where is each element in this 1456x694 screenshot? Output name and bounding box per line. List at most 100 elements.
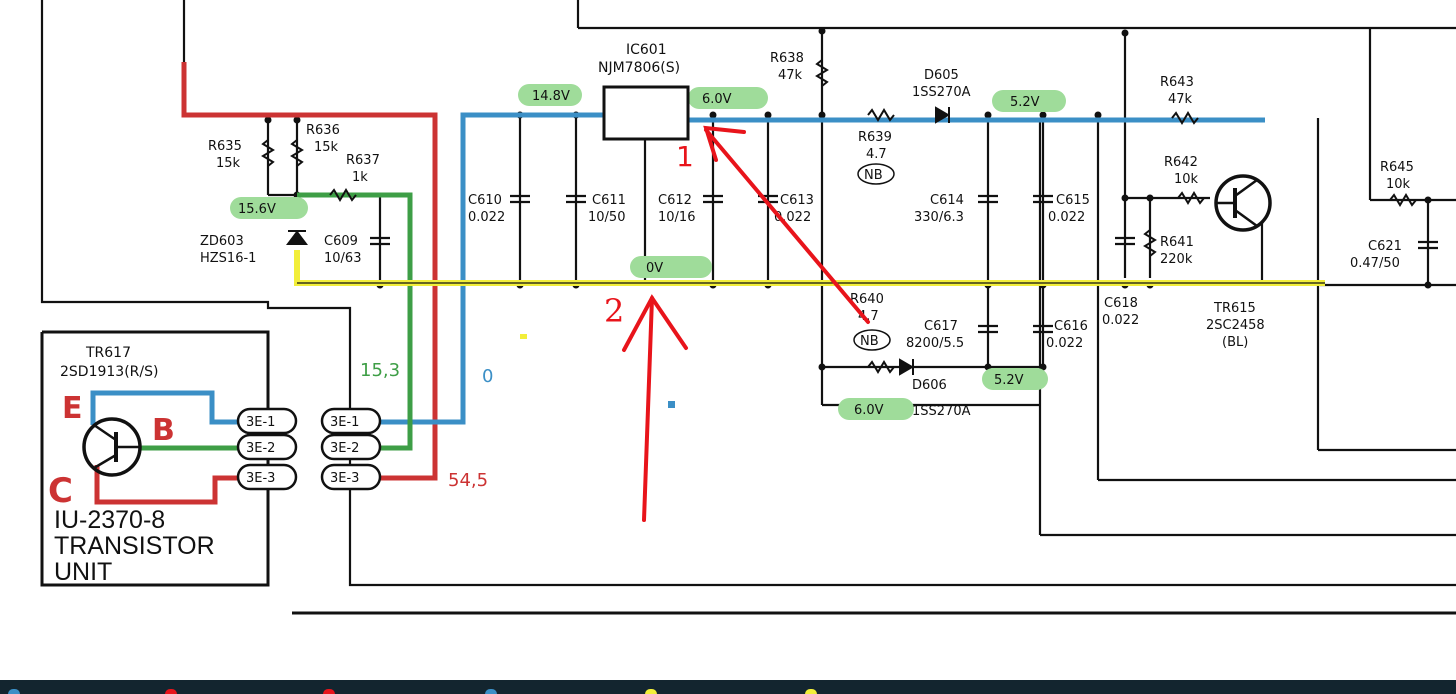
tr615-transistor[interactable]	[1214, 174, 1272, 232]
r637-ref: R637	[346, 153, 380, 168]
r635-ref: R635	[208, 139, 242, 154]
taskbar	[0, 680, 1456, 694]
taskbar-app-icon[interactable]	[323, 689, 335, 694]
taskbar-app-icon[interactable]	[645, 689, 657, 694]
c614-value: 330/6.3	[914, 210, 964, 225]
c615-value: 0.022	[1048, 210, 1085, 225]
c609-symbol	[370, 236, 390, 246]
ic601-ref: IC601	[626, 42, 667, 58]
measurement-blue: 0	[482, 366, 493, 387]
c611-ref: C611	[592, 193, 626, 208]
voltage-v-d606: 5.2V	[994, 373, 1024, 388]
connector-3e2-left: 3E-2	[246, 441, 275, 456]
r639-nb: NB	[864, 168, 883, 183]
tr617-part: 2SD1913(R/S)	[60, 364, 158, 380]
transistor-unit-box: IU-2370-8 TRANSISTOR UNIT TR617 2SD1913(…	[40, 330, 270, 587]
r643-ref: R643	[1160, 75, 1194, 90]
c614-ref: C614	[930, 193, 964, 208]
connector-labels: 3E-1 3E-2 3E-3 3E-1 3E-2 3E-3	[246, 415, 359, 486]
c614-symbol	[978, 194, 998, 204]
r640-value: 4.7	[858, 309, 879, 324]
c621-ref: C621	[1368, 239, 1402, 254]
c616-value: 0.022	[1046, 336, 1083, 351]
c612-ref: C612	[658, 193, 692, 208]
zd603-part: HZS16-1	[200, 251, 256, 266]
taskbar-app-icon[interactable]	[805, 689, 817, 694]
r639-ref: R639	[858, 130, 892, 145]
voltage-v-zener: 15.6V	[238, 202, 276, 217]
r645-ref: R645	[1380, 160, 1414, 175]
c617-ref: C617	[924, 319, 958, 334]
voltage-v-gnd: 0V	[646, 261, 663, 276]
r640-ref: R640	[850, 292, 884, 307]
d606-ref: D606	[912, 378, 947, 393]
c609-value: 10/63	[324, 251, 361, 266]
r641-value: 220k	[1160, 252, 1193, 267]
c618-symbol	[1115, 236, 1135, 246]
c617-symbol	[978, 324, 998, 334]
c618-ref: C618	[1104, 296, 1138, 311]
c615-symbol	[1033, 194, 1053, 204]
c616-symbol	[1033, 324, 1053, 334]
connectors	[236, 407, 382, 491]
taskbar-app-icon[interactable]	[8, 689, 20, 694]
r639-value: 4.7	[866, 147, 887, 162]
c615-ref: C615	[1056, 193, 1090, 208]
r636-ref: R636	[306, 123, 340, 138]
component-labels: R635 15k R636 15k R637 1k ZD603 HZS16-1 …	[200, 51, 1414, 419]
c610-value: 0.022	[468, 210, 505, 225]
tr617-transistor[interactable]	[82, 417, 142, 477]
r638-ref: R638	[770, 51, 804, 66]
connector-3e2-right: 3E-2	[330, 441, 359, 456]
taskbar-app-icon[interactable]	[485, 689, 497, 694]
r637-symbol	[329, 188, 357, 202]
r641-symbol	[1143, 229, 1157, 257]
c621-value: 0.47/50	[1350, 256, 1400, 271]
voltage-v-out: 6.0V	[702, 92, 732, 107]
unit-line3: UNIT	[54, 558, 112, 586]
r643-value: 47k	[1168, 92, 1193, 107]
voltage-highlights	[230, 84, 1066, 420]
c611-symbol	[566, 194, 586, 204]
diodes	[286, 106, 950, 376]
c612-symbol	[703, 194, 723, 204]
c609-ref: C609	[324, 234, 358, 249]
voltage-v-d606-in: 6.0V	[854, 403, 884, 418]
c610-ref: C610	[468, 193, 502, 208]
c613-ref: C613	[780, 193, 814, 208]
d606-part: 1SS270A	[912, 404, 971, 419]
measurement-red: 54,5	[448, 470, 488, 491]
connector-3e3-right: 3E-3	[330, 471, 359, 486]
schematic-diagram: 14.8V 6.0V 5.2V 15.6V 0V 5.2V 6.0V IC601…	[40, 0, 1456, 615]
d605-part: 1SS270A	[912, 85, 971, 100]
annotations: 15,3 0 54,5 E B C 1 2	[48, 125, 870, 522]
r638-symbol	[815, 59, 829, 87]
voltage-labels: 14.8V 6.0V 5.2V 15.6V 0V 5.2V 6.0V	[238, 89, 1040, 418]
d605-symbol	[935, 106, 950, 124]
tr615-part: 2SC2458	[1206, 318, 1265, 333]
c618-value: 0.022	[1102, 313, 1139, 328]
r635-symbol	[261, 139, 275, 167]
r636-value: 15k	[314, 140, 339, 155]
arrow-icon	[622, 294, 688, 522]
r645-symbol	[1389, 193, 1417, 207]
pin-c-label: C	[48, 471, 73, 511]
voltage-v-in: 14.8V	[532, 89, 570, 104]
pin-e-label: E	[62, 391, 83, 426]
r635-value: 15k	[216, 156, 241, 171]
zd603-symbol	[286, 230, 308, 245]
r645-value: 10k	[1386, 177, 1411, 192]
r640-nb: NB	[860, 334, 879, 349]
tr615-grade: (BL)	[1222, 335, 1248, 350]
ic601-regulator[interactable]: IC601 NJM7806(S)	[598, 42, 690, 141]
zd603-ref: ZD603	[200, 234, 244, 249]
c611-value: 10/50	[588, 210, 625, 225]
c612-value: 10/16	[658, 210, 695, 225]
taskbar-app-icon[interactable]	[165, 689, 177, 694]
arrow-label-2: 2	[604, 292, 624, 330]
r636-symbol	[290, 139, 304, 167]
r639-symbol	[867, 108, 895, 122]
resistors	[261, 59, 1417, 374]
r642-value: 10k	[1174, 172, 1199, 187]
connector-3e1-left: 3E-1	[246, 415, 275, 430]
